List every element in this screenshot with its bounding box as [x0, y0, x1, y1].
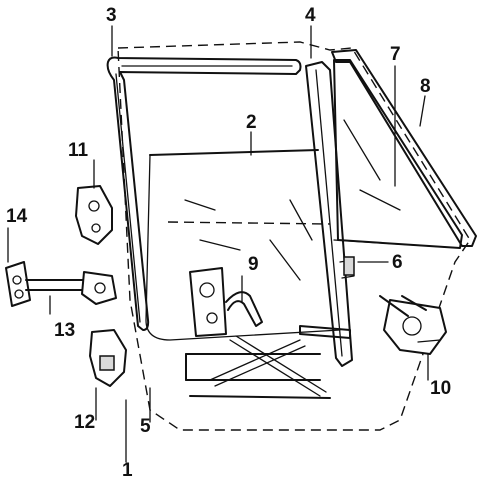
- callout-4: 4: [305, 5, 316, 26]
- callout-13: 13: [54, 320, 75, 341]
- front-run-channel: [106, 56, 302, 331]
- callout-7: 7: [390, 44, 401, 65]
- callout-11: 11: [68, 140, 89, 161]
- upper-hinge: [75, 185, 113, 245]
- callout-14: 14: [6, 206, 28, 227]
- door-glass: [145, 149, 341, 341]
- window-regulator: [185, 267, 351, 399]
- leader-arrows: [7, 25, 429, 463]
- quarter-glass: [333, 59, 463, 249]
- callout-5: 5: [140, 416, 151, 437]
- door-outline: [117, 41, 471, 431]
- callout-9: 9: [248, 254, 259, 275]
- callout-8: 8: [420, 76, 431, 97]
- door-lock: [379, 295, 447, 355]
- division-bar: [333, 239, 461, 276]
- quarter-weatherstrip: [331, 49, 477, 247]
- callout-labels: 3 4 2 7 8 11 9 6 10 14 13 12 5 1: [6, 5, 451, 481]
- callout-6: 6: [392, 252, 403, 273]
- leader-8: [419, 95, 426, 127]
- lower-hinge: [89, 329, 127, 387]
- callout-1: 1: [122, 460, 133, 481]
- callout-12: 12: [74, 412, 95, 433]
- callout-2: 2: [246, 112, 257, 133]
- door-striker: [5, 261, 31, 307]
- rear-run-channel: [305, 61, 355, 367]
- callout-3: 3: [106, 5, 117, 26]
- door-check: [25, 271, 117, 305]
- callout-10: 10: [430, 378, 451, 399]
